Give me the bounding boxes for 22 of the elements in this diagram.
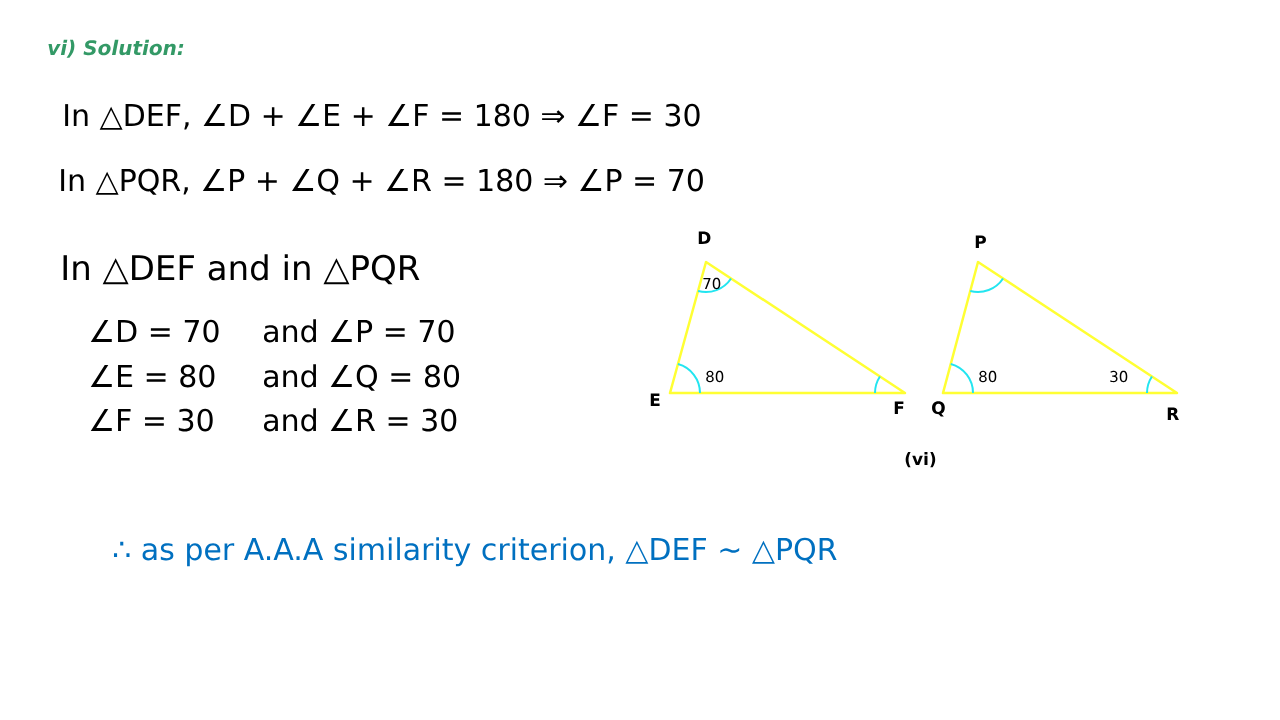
statement: In △DEF and in △PQR [63, 254, 420, 285]
vertex-label: F [894, 401, 904, 414]
heading: vi) Solution: [48, 39, 184, 58]
angle-label: 80 [706, 370, 724, 383]
equation: ∠D = 70 [90, 319, 219, 343]
angle-label: 30 [1110, 370, 1128, 383]
equation: and ∠P = 70 [264, 319, 454, 343]
angle-label: 70 [703, 277, 721, 290]
equation: ∠E = 80 [90, 364, 215, 388]
equation: In △DEF, ∠D + ∠E + ∠F = 180 ⇒ ∠F = 30 [65, 103, 700, 130]
figure-caption: (vi) [905, 452, 936, 468]
conclusion: ∴ as per A.A.A similarity criterion, △DEF ∼ △PQR [114, 537, 837, 567]
equation: and ∠R = 30 [264, 408, 457, 432]
vertex-label: R [1167, 407, 1179, 420]
vertex-label: Q [932, 401, 945, 417]
equation: and ∠Q = 80 [264, 364, 460, 391]
vertex-label: E [650, 393, 660, 406]
vertex-label: P [975, 235, 986, 248]
equation: In △PQR, ∠P + ∠Q + ∠R = 180 ⇒ ∠P = 70 [61, 168, 703, 195]
equation: ∠F = 30 [90, 408, 213, 432]
vertex-label: D [698, 231, 711, 244]
angle-label: 80 [979, 370, 997, 383]
